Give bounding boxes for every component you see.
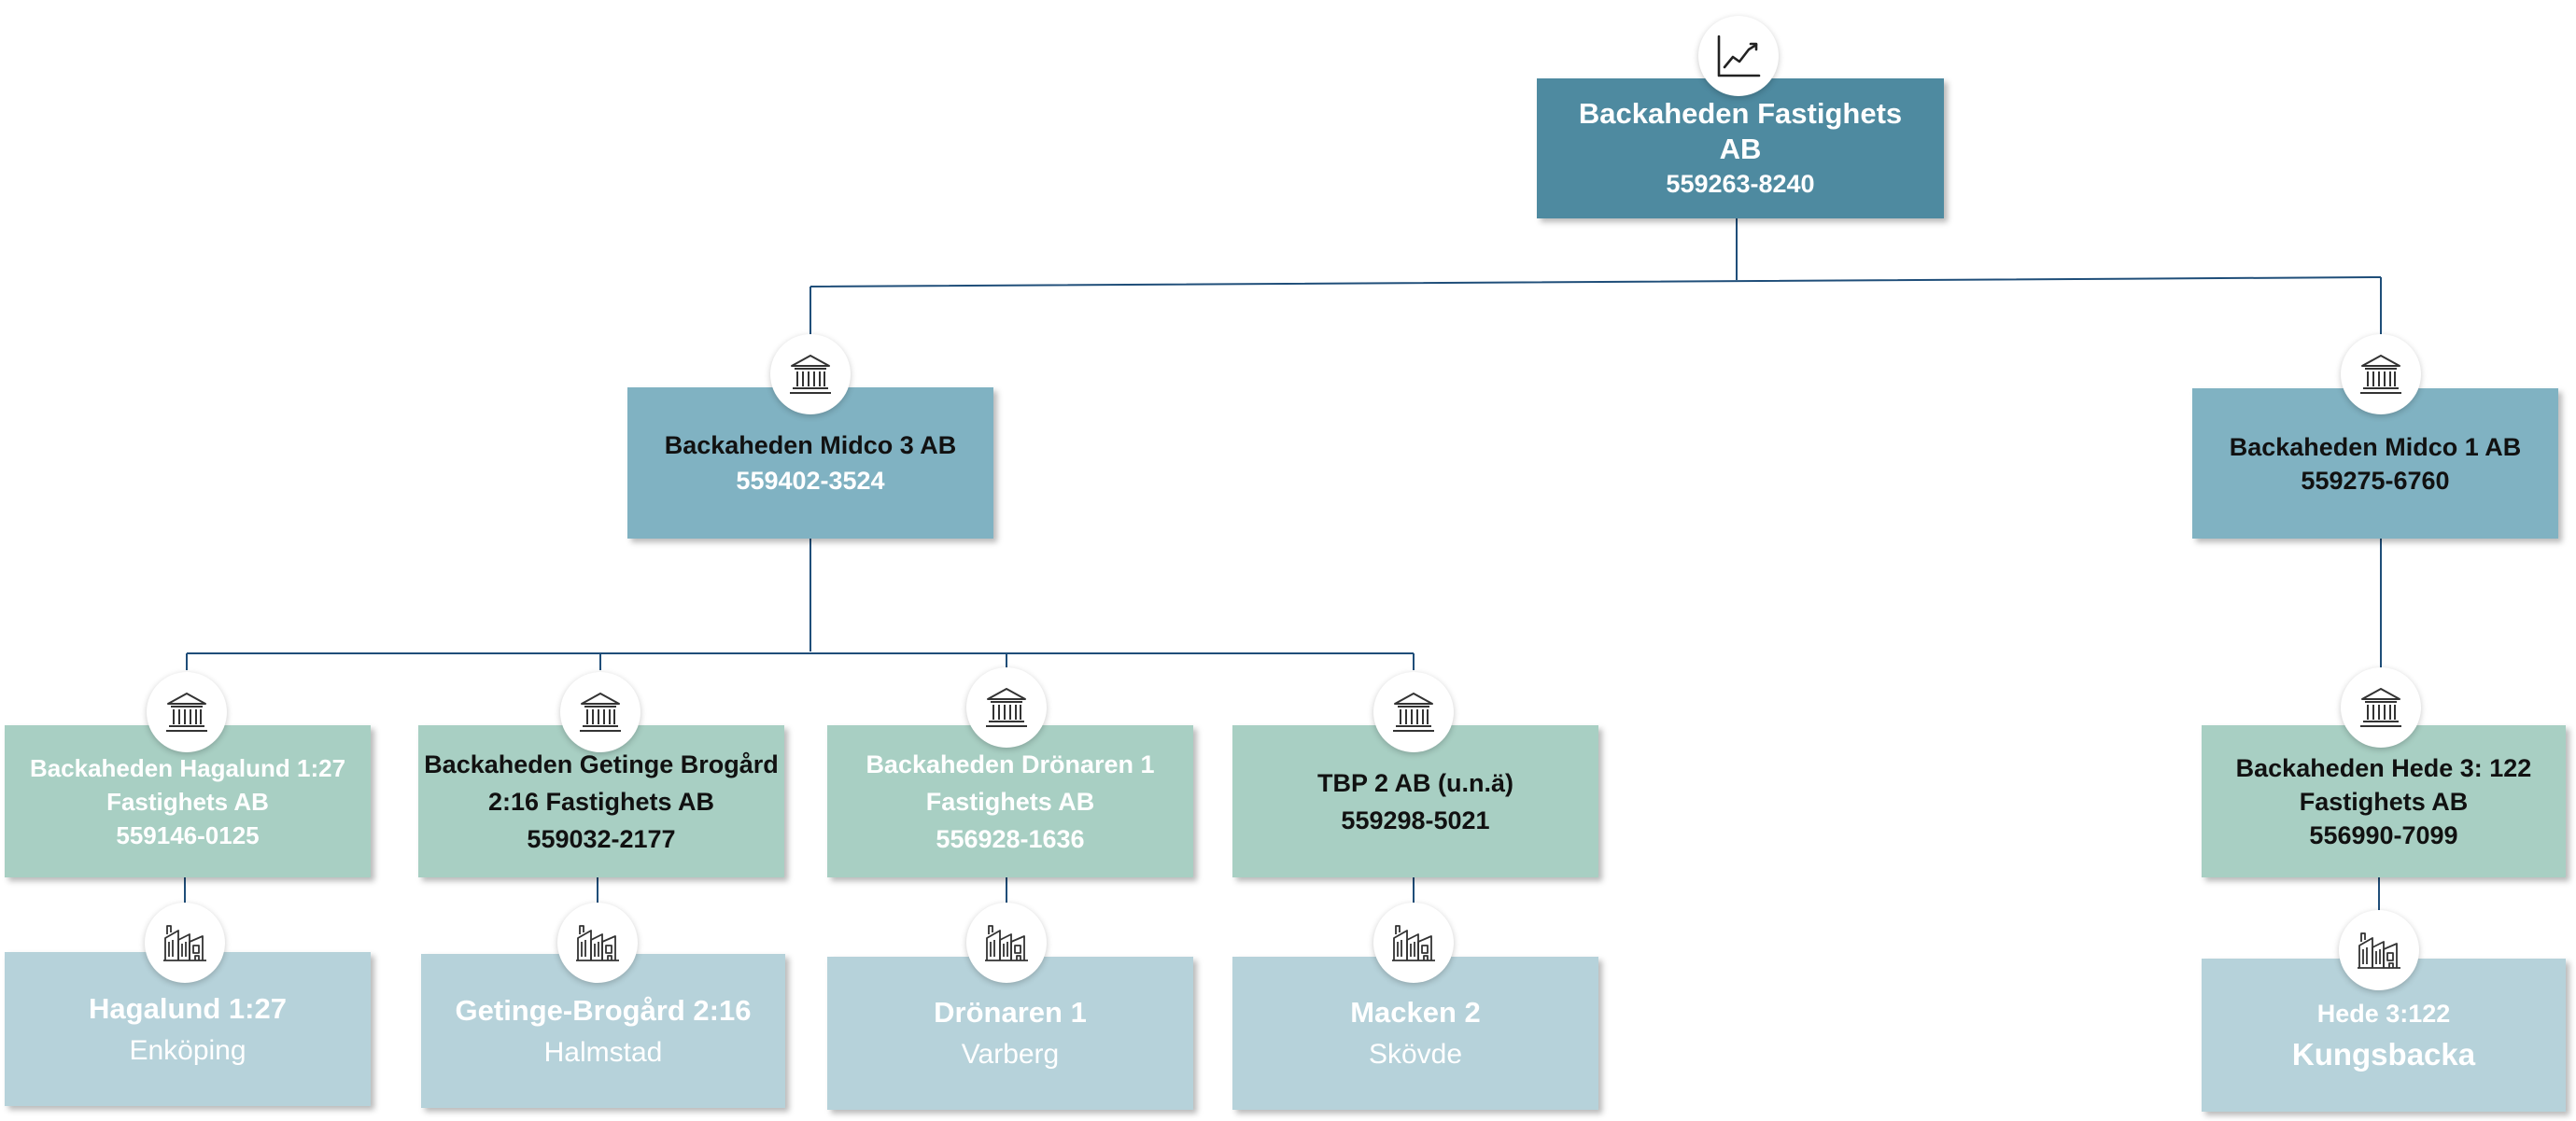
company-name-line1: Backaheden Hede 3: 122 xyxy=(2235,753,2532,782)
company-badge-tbp2 xyxy=(1373,672,1454,752)
property-city: Enköping xyxy=(129,1034,246,1066)
midco1-badge xyxy=(2341,334,2421,414)
company-org-number: 559298-5021 xyxy=(1341,806,1490,834)
property-name: Macken 2 xyxy=(1350,996,1481,1029)
property-badge-macken xyxy=(1373,903,1454,983)
company-name-line2: Fastighets AB xyxy=(106,787,269,816)
company-badge-dronaren xyxy=(966,667,1047,748)
connector-midco3-to-companies xyxy=(186,539,1415,670)
company-box-tbp2[interactable]: TBP 2 AB (u.n.ä) 559298-5021 xyxy=(1232,725,1598,877)
midco1-org-number: 559275-6760 xyxy=(2301,466,2450,495)
connector-top-to-midcos xyxy=(809,217,2382,345)
company-badge-hede xyxy=(2341,667,2421,748)
company-name-line1: Backaheden Hagalund 1:27 xyxy=(29,753,346,782)
property-name: Hede 3:122 xyxy=(2316,1000,2451,1028)
bank-building-icon xyxy=(790,355,831,394)
factory-building-icon xyxy=(985,925,1028,961)
property-box-hagalund[interactable]: Hagalund 1:27 Enköping xyxy=(5,952,371,1106)
company-box-hede[interactable]: Backaheden Hede 3: 122 Fastighets AB 556… xyxy=(2202,725,2566,877)
company-name-line2: Fastighets AB xyxy=(2299,787,2469,816)
bank-building-icon xyxy=(2360,688,2401,727)
company-name-line1: Backaheden Drönaren 1 xyxy=(866,750,1155,778)
company-org-number: 556928-1636 xyxy=(936,824,1085,853)
property-city: Varberg xyxy=(961,1039,1060,1070)
company-badge-hagalund xyxy=(147,672,227,752)
trend-chart-icon xyxy=(1717,35,1761,77)
company-org-number: 556990-7099 xyxy=(2309,820,2458,849)
property-name: Drönaren 1 xyxy=(934,996,1087,1029)
top-company-org-number: 559263-8240 xyxy=(1666,170,1815,198)
property-city: Skövde xyxy=(1368,1039,1463,1070)
company-name-line1: TBP 2 AB (u.n.ä) xyxy=(1316,768,1513,797)
midco1-name: Backaheden Midco 1 AB xyxy=(2229,432,2522,461)
bank-building-icon xyxy=(2360,355,2401,394)
factory-building-icon xyxy=(2358,932,2400,969)
top-company-box[interactable]: Backaheden Fastighets AB 559263-8240 xyxy=(1537,78,1944,218)
property-name: Hagalund 1:27 xyxy=(89,991,287,1025)
midco3-name: Backaheden Midco 3 AB xyxy=(664,431,957,459)
property-badge-dronaren xyxy=(966,903,1047,983)
property-badge-hagalund xyxy=(145,903,225,983)
company-org-number: 559146-0125 xyxy=(116,820,260,849)
property-city: Kungsbacka xyxy=(2291,1037,2476,1072)
factory-building-icon xyxy=(163,925,206,961)
midco3-org-number: 559402-3524 xyxy=(736,467,885,495)
factory-building-icon xyxy=(576,925,619,961)
property-box-macken[interactable]: Macken 2 Skövde xyxy=(1232,957,1598,1110)
top-company-name-line1: Backaheden Fastighets xyxy=(1578,97,1903,130)
property-name: Getinge-Brogård 2:16 xyxy=(455,993,752,1027)
property-city: Halmstad xyxy=(543,1036,663,1068)
company-badge-getinge xyxy=(560,672,640,752)
bank-building-icon xyxy=(986,688,1027,727)
factory-building-icon xyxy=(1392,925,1435,961)
property-badge-hede xyxy=(2339,910,2419,990)
bank-building-icon xyxy=(580,693,621,732)
bank-building-icon xyxy=(166,693,207,732)
top-company-badge xyxy=(1698,16,1779,96)
company-box-dronaren[interactable]: Backaheden Drönaren 1 Fastighets AB 5569… xyxy=(827,725,1193,877)
property-box-getinge[interactable]: Getinge-Brogård 2:16 Halmstad xyxy=(421,954,785,1108)
company-name-line2: 2:16 Fastighets AB xyxy=(487,787,715,816)
bank-building-icon xyxy=(1393,693,1434,732)
property-badge-getinge xyxy=(557,903,638,983)
top-company-name-line2: AB xyxy=(1719,133,1762,165)
company-org-number: 559032-2177 xyxy=(527,824,676,853)
midco3-badge xyxy=(770,334,851,414)
company-name-line2: Fastighets AB xyxy=(925,787,1095,816)
connector-companies-to-properties xyxy=(184,877,2380,917)
company-name-line1: Backaheden Getinge Brogård xyxy=(424,750,779,778)
